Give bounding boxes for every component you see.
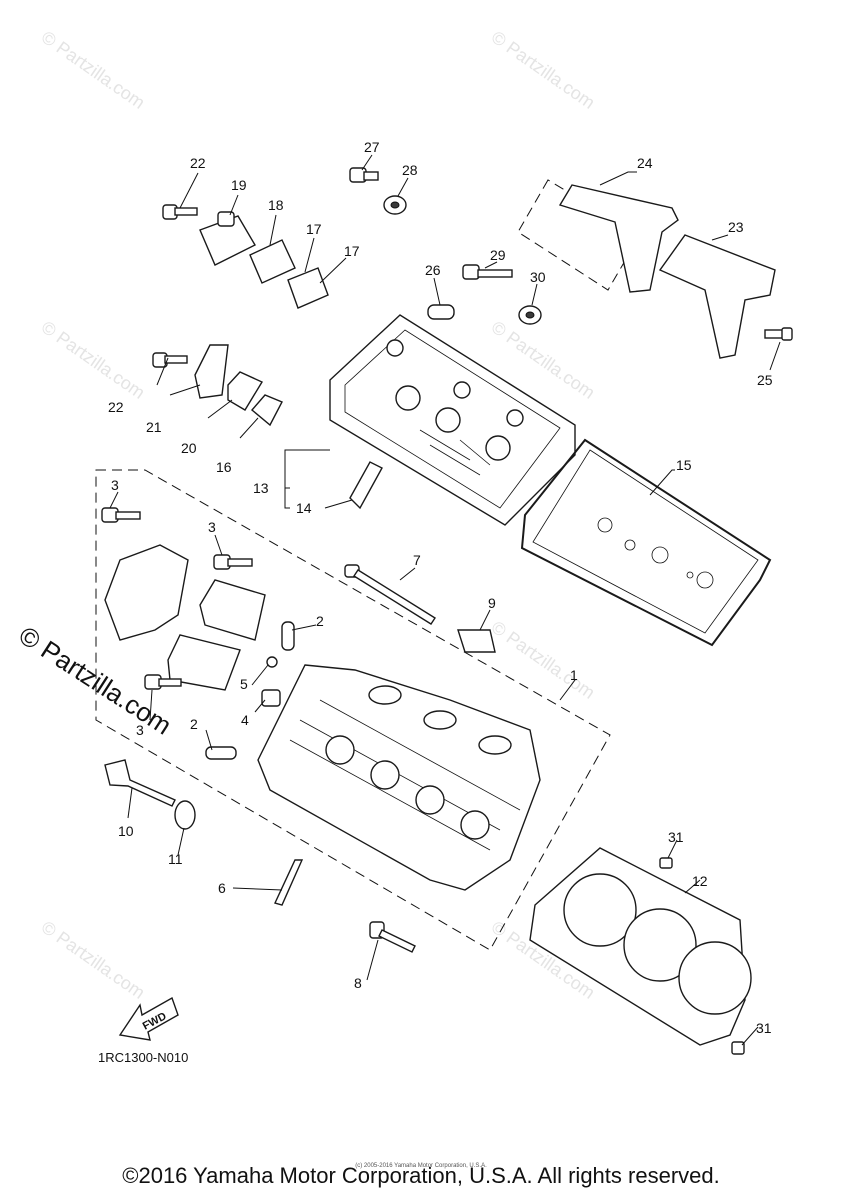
diagram-code: 1RC1300-N010 — [98, 1050, 189, 1065]
callout-31: 31 — [668, 829, 684, 845]
callout-3: 3 — [208, 519, 216, 535]
callout-16: 16 — [216, 459, 232, 475]
reed-valve-cover-21[interactable] — [194, 344, 229, 399]
bolt-22-lower[interactable] — [152, 352, 188, 368]
callout-18: 18 — [268, 197, 284, 213]
callout-17: 17 — [344, 243, 360, 259]
callout-22: 22 — [108, 399, 124, 415]
callout-12: 12 — [692, 873, 708, 889]
cylinder-head[interactable] — [257, 664, 541, 891]
bolt-3-lower[interactable] — [144, 674, 182, 690]
valve-seal-11[interactable] — [174, 800, 196, 830]
callout-13: 13 — [253, 480, 269, 496]
callout-5: 5 — [240, 676, 248, 692]
callout-15: 15 — [676, 457, 692, 473]
callout-2: 2 — [190, 716, 198, 732]
cylinder-head-assembly-boundary — [95, 469, 611, 951]
camshaft-cap-center[interactable] — [199, 579, 266, 641]
callout-7: 7 — [413, 552, 421, 568]
callout-31: 31 — [756, 1020, 772, 1036]
callout-29: 29 — [490, 247, 506, 263]
bolt-3-middle[interactable] — [213, 554, 253, 570]
callout-6: 6 — [218, 880, 226, 896]
watermark: © Partzilla.com — [38, 27, 149, 113]
cover-bracket-14[interactable] — [349, 461, 383, 510]
callout-21: 21 — [146, 419, 162, 435]
plug-4[interactable] — [261, 689, 281, 707]
callout-11: 11 — [168, 851, 183, 867]
stud-bolt-7[interactable] — [344, 564, 436, 625]
stud-6[interactable] — [274, 859, 304, 906]
callout-25: 25 — [757, 372, 773, 388]
camshaft-cap-left[interactable] — [104, 544, 189, 641]
callout-30: 30 — [530, 269, 546, 285]
watermark: © Partzilla.com — [38, 317, 149, 403]
callout-2: 2 — [316, 613, 324, 629]
reed-valve-17[interactable] — [287, 267, 329, 309]
reed-valve-16[interactable] — [251, 394, 283, 427]
callouts: 22 19 18 17 17 22 21 20 16 13 14 27 28 2… — [108, 139, 773, 1036]
dowel-pin-2-upper[interactable] — [281, 621, 295, 651]
leader-lines — [109, 154, 781, 1046]
tiny-copyright: (c) 2005-2016 Yamaha Motor Corporation, … — [355, 1163, 487, 1169]
callout-3: 3 — [136, 722, 144, 738]
callout-28: 28 — [402, 162, 418, 178]
reed-valve-plate-18[interactable] — [249, 239, 296, 284]
callout-17: 17 — [306, 221, 322, 237]
callout-8: 8 — [354, 975, 362, 991]
dowel-31-upper[interactable] — [659, 857, 673, 869]
reed-valve-cover-19[interactable] — [199, 211, 256, 266]
watermark: © Partzilla.com — [38, 917, 149, 1003]
bolt-8[interactable] — [369, 921, 416, 953]
grommet-30[interactable] — [518, 305, 542, 325]
cover-gasket-24[interactable] — [558, 184, 679, 293]
callout-22: 22 — [190, 155, 206, 171]
callout-9: 9 — [488, 595, 496, 611]
watermark: © Partzilla.com — [488, 27, 599, 113]
bolt-29[interactable] — [462, 264, 513, 280]
callout-19: 19 — [231, 177, 247, 193]
callout-20: 20 — [181, 440, 197, 456]
callout-27: 27 — [364, 139, 380, 155]
callout-10: 10 — [118, 823, 134, 839]
head-cover-gasket[interactable] — [520, 438, 772, 647]
callout-23: 23 — [728, 219, 744, 235]
callout-14: 14 — [296, 500, 312, 516]
cylinder-head-gasket[interactable] — [529, 847, 752, 1046]
grommet-28[interactable] — [383, 195, 407, 215]
plug-5[interactable] — [266, 656, 278, 668]
watermark: © Partzilla.com — [488, 617, 599, 703]
bolt-3-top[interactable] — [101, 507, 141, 523]
bolt-25[interactable] — [764, 327, 793, 341]
camshaft-cap-lower[interactable] — [167, 634, 241, 691]
cylinder-head-cover[interactable] — [329, 314, 576, 526]
bolt-22-upper[interactable] — [162, 204, 198, 220]
bolt-27[interactable] — [349, 167, 379, 183]
cover-gasket-boundary — [517, 179, 641, 291]
callout-3: 3 — [111, 477, 119, 493]
dowel-31-lower[interactable] — [731, 1041, 745, 1055]
callout-1: 1 — [570, 667, 578, 683]
callout-24: 24 — [637, 155, 653, 171]
valve-10[interactable] — [104, 759, 176, 807]
copyright-notice: ©2016 Yamaha Motor Corporation, U.S.A. A… — [122, 1163, 720, 1188]
sensor-9[interactable] — [457, 629, 496, 653]
dowel-pin-2-lower[interactable] — [205, 746, 237, 760]
forward-arrow-icon: FWD — [118, 996, 179, 1041]
callout-26: 26 — [425, 262, 441, 278]
callout-4: 4 — [241, 712, 249, 728]
cover-gasket-23[interactable] — [658, 234, 776, 359]
reed-valve-plate-20[interactable] — [227, 371, 264, 411]
dowel-26[interactable] — [427, 304, 455, 320]
